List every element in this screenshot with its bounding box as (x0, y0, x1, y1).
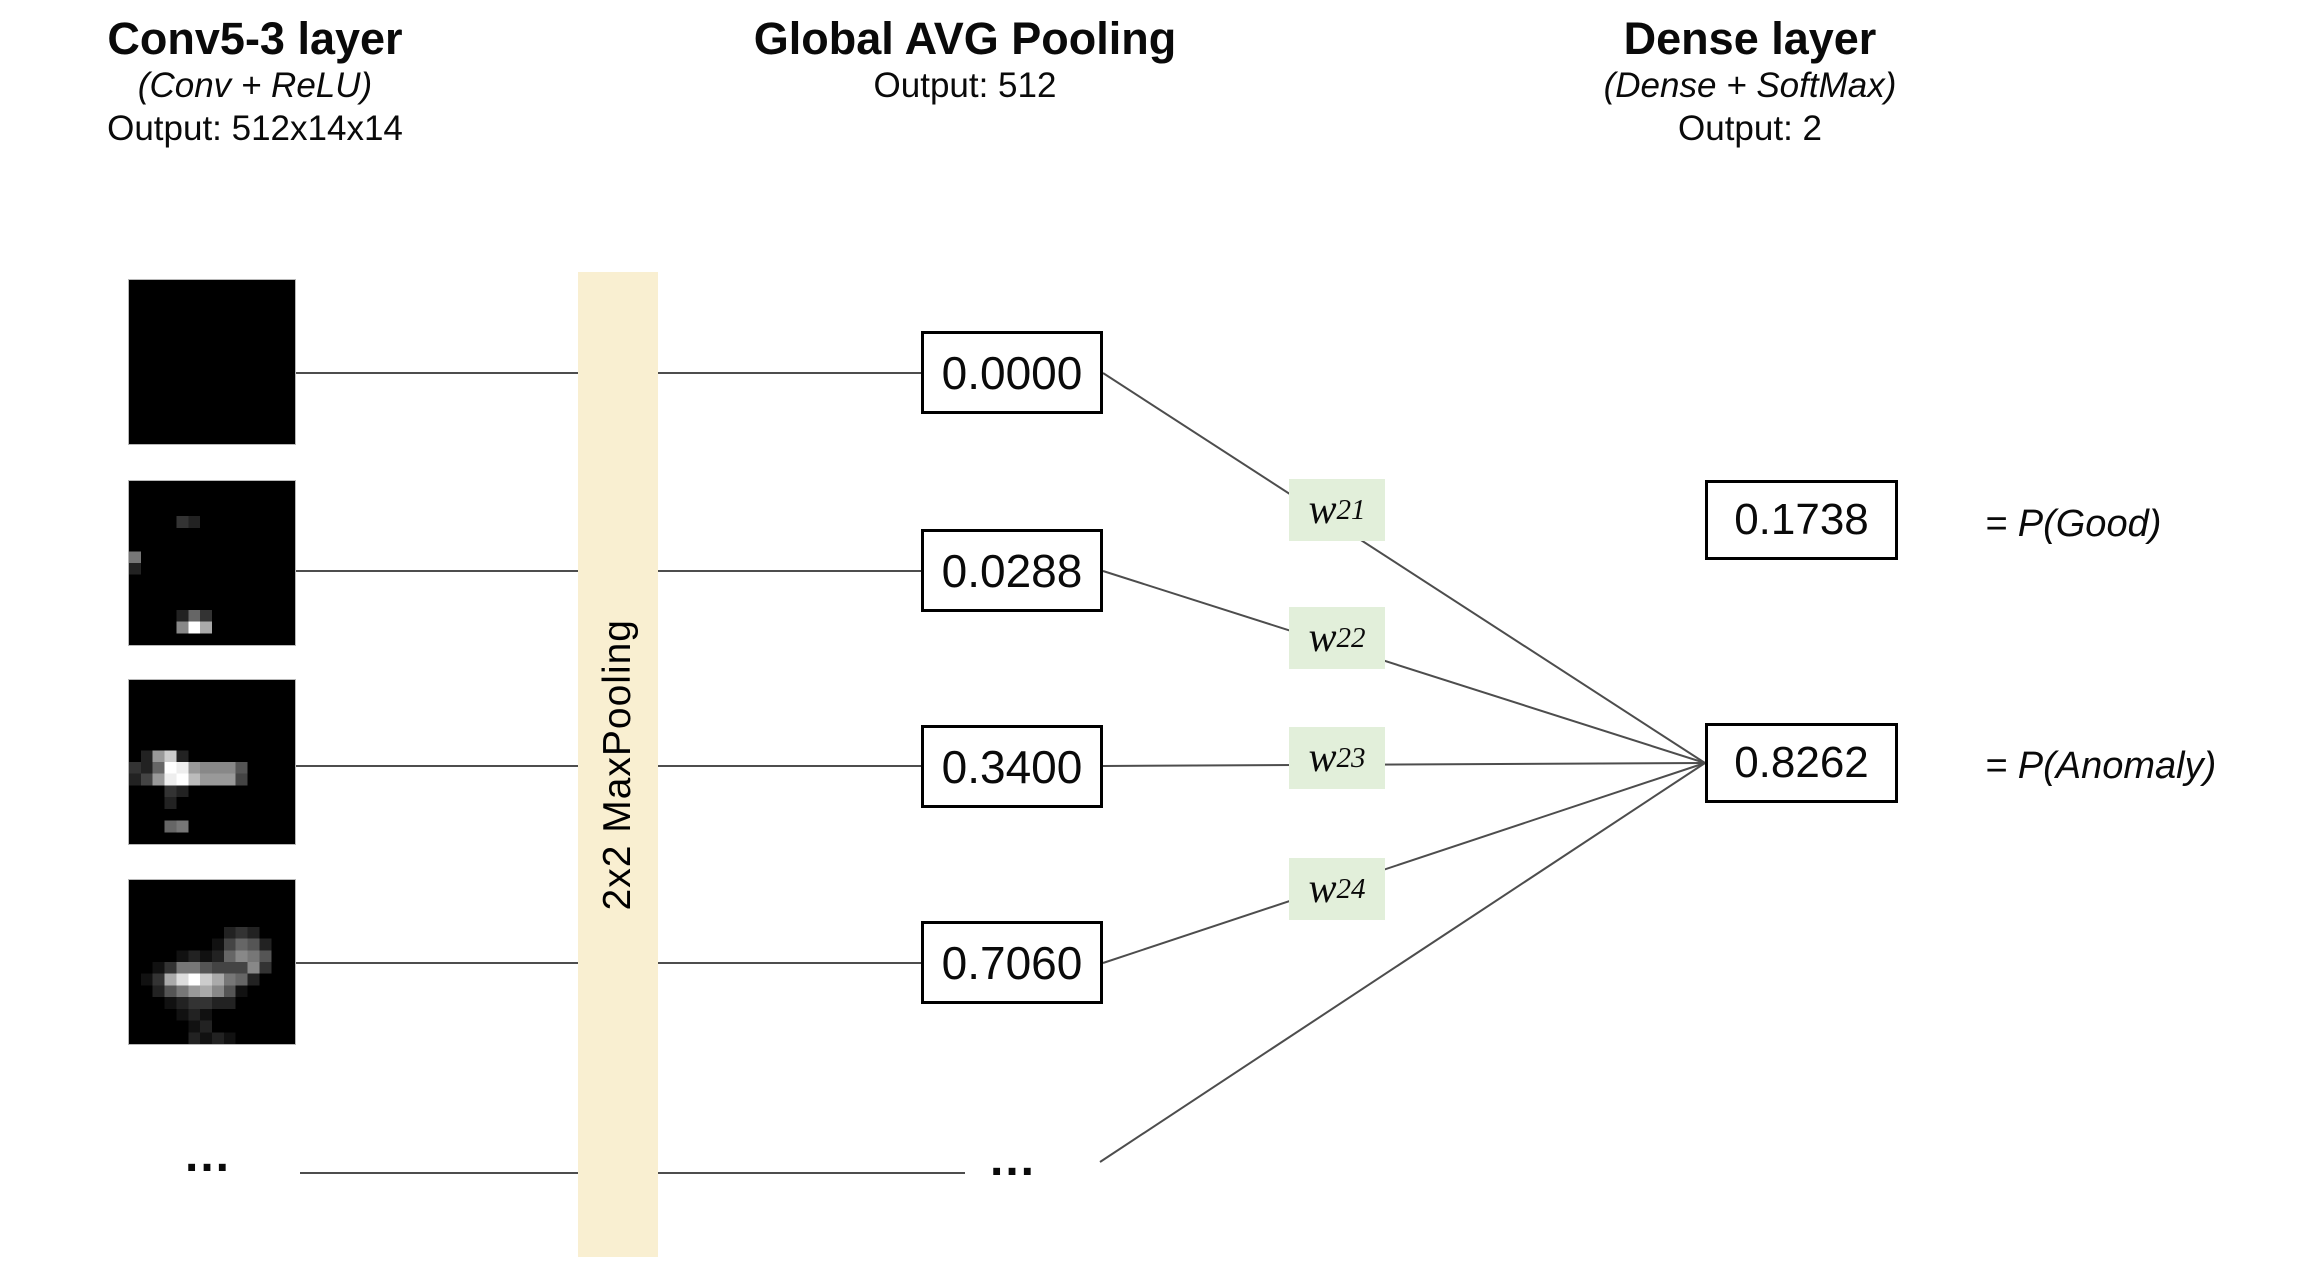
dense-layer-header: Dense layer (Dense + SoftMax) Output: 2 (1525, 12, 1975, 150)
output-box-anomaly: 0.8262 (1705, 723, 1898, 803)
activation-box-1: 0.0000 (921, 331, 1103, 414)
dense-layer-subtitle: (Dense + SoftMax) (1603, 66, 1897, 106)
ellipsis-activations: ... (990, 1133, 1037, 1186)
wire-ellipsis-to-output (1099, 762, 1706, 1163)
conv-layer-header: Conv5-3 layer (Conv + ReLU) Output: 512x… (30, 12, 480, 150)
wire-act2-to-output (1102, 570, 1706, 764)
output-label-anomaly: = P(Anomaly) (1985, 744, 2217, 787)
feature-map-2 (128, 480, 296, 646)
ellipsis-feature-maps: ... (185, 1129, 232, 1182)
conv-layer-title: Conv5-3 layer (107, 13, 403, 64)
conv-layer-subtitle: (Conv + ReLU) (137, 66, 373, 106)
wire-act1-to-output (1102, 372, 1706, 764)
conv-layer-output: Output: 512x14x14 (107, 108, 403, 148)
output-box-good: 0.1738 (1705, 480, 1898, 560)
weight-w23-base: w (1308, 735, 1337, 781)
weight-w22-base: w (1308, 615, 1337, 661)
wire-act3-to-output (1102, 762, 1706, 767)
dense-layer-output: Output: 2 (1678, 108, 1822, 148)
pooling-header: Global AVG Pooling Output: 512 (740, 12, 1190, 108)
activation-box-2: 0.0288 (921, 529, 1103, 612)
feature-map-3 (128, 679, 296, 845)
weight-w24-base: w (1308, 866, 1337, 912)
maxpooling-bar: 2x2 MaxPooling (578, 272, 658, 1257)
activation-box-3: 0.3400 (921, 725, 1103, 808)
wire-act4-to-output (1102, 762, 1706, 964)
feature-map-1 (128, 279, 296, 445)
maxpooling-label: 2x2 MaxPooling (596, 618, 639, 911)
weight-w21-base: w (1308, 487, 1337, 533)
activation-box-4: 0.7060 (921, 921, 1103, 1004)
output-label-good: = P(Good) (1985, 502, 2162, 545)
dense-layer-title: Dense layer (1623, 13, 1877, 64)
pooling-title: Global AVG Pooling (753, 13, 1177, 64)
feature-map-4 (128, 879, 296, 1045)
pooling-output: Output: 512 (873, 66, 1057, 106)
